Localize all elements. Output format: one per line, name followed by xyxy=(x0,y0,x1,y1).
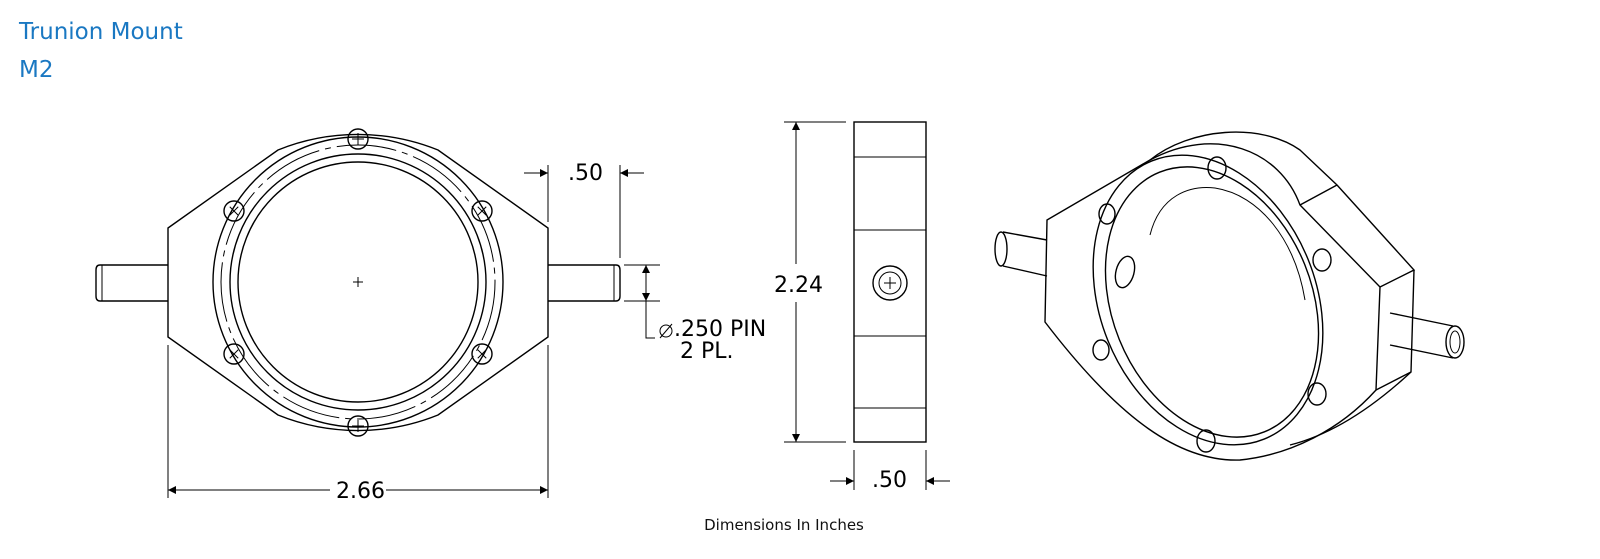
width-dimension: 2.66 xyxy=(336,479,385,504)
left-pin xyxy=(95,264,168,302)
height-dimension: 2.24 xyxy=(774,273,823,298)
pin-diameter-label: .250 PIN xyxy=(674,317,766,342)
right-pin xyxy=(548,264,621,302)
side-view: 2.24 .50 xyxy=(774,121,950,493)
front-body-outline xyxy=(167,133,549,432)
aperture-circle xyxy=(237,161,479,403)
isometric-view xyxy=(994,131,1465,461)
screw-holes xyxy=(223,128,493,437)
iso-front-face xyxy=(1044,143,1381,461)
iso-right-pin xyxy=(1389,312,1454,359)
model-number: M2 xyxy=(19,57,54,83)
iso-bore-outer xyxy=(1092,154,1324,446)
units-footer: Dimensions In Inches xyxy=(704,516,864,534)
inner-bore-circle xyxy=(229,153,487,411)
diameter-symbol xyxy=(659,323,673,339)
iso-bore-inner xyxy=(1104,166,1320,438)
thickness-dimension: .50 xyxy=(872,468,907,493)
side-body xyxy=(853,121,927,443)
front-view: .50 .250 PIN 2 PL. 2.66 xyxy=(95,128,766,504)
drawing-title: Trunion Mount xyxy=(19,19,183,45)
pin-offset-dimension: .50 xyxy=(568,161,603,186)
pin-count-label: 2 PL. xyxy=(680,339,734,364)
iso-left-pin xyxy=(1002,231,1048,277)
side-pin-end xyxy=(872,265,908,301)
